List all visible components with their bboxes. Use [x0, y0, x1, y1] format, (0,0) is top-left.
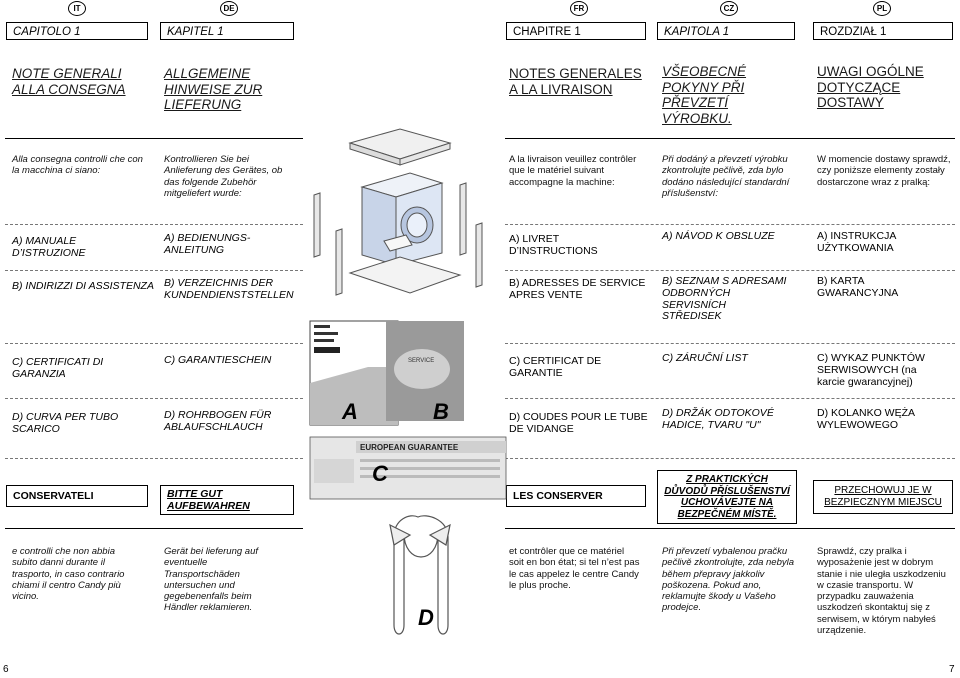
lang-badge-de: DE: [220, 1, 238, 16]
rule: [505, 343, 955, 344]
section-title-de: ALLGEMEINE HINWEISE ZUR LIEFERUNG: [164, 66, 263, 112]
rule: [5, 343, 303, 344]
guarantee-card-label: EUROPEAN GUARANTEE: [360, 443, 459, 452]
lang-badge-fr: FR: [570, 1, 588, 16]
item-c-it: C) CERTIFICATI DI GARANZIA: [12, 356, 104, 380]
item-d-fr: D) COUDES POUR LE TUBE DE VIDANGE: [509, 411, 648, 435]
keep-box-pl: PRZECHOWUJ JE W BEZPIECZNYM MIEJSCU: [813, 480, 953, 514]
guarantee-card-illustration: EUROPEAN GUARANTEE: [309, 436, 507, 500]
chapter-header-fr: CHAPITRE 1: [506, 22, 646, 40]
divider-right-bottom: [505, 528, 955, 529]
item-d-it: D) CURVA PER TUBO SCARICO: [12, 411, 119, 435]
item-d-pl: D) KOLANKO WĘŻA WYLEWOWEGO: [817, 407, 916, 431]
rule: [505, 398, 955, 399]
lang-badge-it: IT: [68, 1, 86, 16]
intro-text-de: Kontrollieren Sie bei Anlieferung des Ge…: [164, 154, 283, 199]
note-pl: Sprawdź, czy pralka i wyposażenie jest w…: [817, 546, 946, 637]
lang-badge-cz: CZ: [720, 1, 738, 16]
item-a-pl: A) INSTRUKCJA UŻYTKOWANIA: [817, 230, 897, 254]
intro-text-it: Alla consegna controlli che con la macch…: [12, 154, 143, 177]
lang-badge-pl: PL: [873, 1, 891, 16]
keep-box-cz: Z PRAKTICKÝCH DŮVODŮ PŘÍSLUŠENSTVÍ UCHOV…: [657, 470, 797, 524]
chapter-header-it: CAPITOLO 1: [6, 22, 148, 40]
item-d-de: D) ROHRBOGEN FÜR ABLAUFSCHLAUCH: [164, 409, 272, 433]
item-b-de: B) VERZEICHNIS DER KUNDENDIENSTSTELLEN: [164, 277, 294, 301]
intro-text-pl: W momencie dostawy sprawdź, czy poniższe…: [817, 154, 951, 188]
rule: [505, 458, 955, 459]
item-c-de: C) GARANTIESCHEIN: [164, 354, 272, 366]
note-cz: Při převzetí vybalenou pračku pečlivě zk…: [662, 546, 795, 614]
note-it: e controlli che non abbia subito danni d…: [12, 546, 125, 603]
item-a-it: A) MANUALE D’ISTRUZIONE: [12, 235, 86, 259]
divider-left: [5, 138, 303, 139]
rule: [505, 270, 955, 271]
rule: [505, 224, 955, 225]
item-b-cz: B) SEZNAM S ADRESAMI ODBORNÝCH SERVISNÍC…: [662, 275, 787, 323]
service-brochure-illustration: SERVICE: [386, 321, 464, 421]
svg-text:SERVICE: SERVICE: [408, 358, 434, 364]
chapter-header-de: KAPITEL 1: [160, 22, 294, 40]
item-c-cz: C) ZÁRUČNÍ LIST: [662, 352, 748, 364]
item-a-cz: A) NÁVOD K OBSLUZE: [662, 230, 775, 242]
item-c-fr: C) CERTIFICAT DE GARANTIE: [509, 355, 602, 379]
item-b-it: B) INDIRIZZI DI ASSISTENZA: [12, 280, 154, 292]
section-title-fr: NOTES GENERALES A LA LIVRAISON: [509, 66, 642, 97]
item-a-de: A) BEDIENUNGS- ANLEITUNG: [164, 232, 251, 256]
rule: [5, 270, 303, 271]
item-c-pl: C) WYKAZ PUNKTÓW SERWISOWYCH (na karcie …: [817, 352, 925, 388]
item-b-fr: B) ADRESSES DE SERVICE APRES VENTE: [509, 277, 646, 301]
item-a-fr: A) LIVRET D’INSTRUCTIONS: [509, 233, 598, 257]
keep-box-it: CONSERVATELI: [6, 485, 148, 507]
manual-document-illustration: [309, 320, 399, 426]
divider-right: [505, 138, 955, 139]
item-d-cz: D) DRŽÁK ODTOKOVÉ HADICE, TVARU "U": [662, 407, 774, 431]
page-number-right: 7: [949, 664, 955, 675]
chapter-header-pl: ROZDZIAŁ 1: [813, 22, 953, 40]
divider-left-bottom: [5, 528, 303, 529]
section-title-pl: UWAGI OGÓLNE DOTYCZĄCE DOSTAWY: [817, 64, 924, 110]
item-b-pl: B) KARTA GWARANCYJNA: [817, 275, 899, 299]
rule: [5, 398, 303, 399]
rule: [5, 458, 303, 459]
intro-text-cz: Při dodáný a převzetí výrobku zkontroluj…: [662, 154, 790, 199]
keep-box-fr: LES CONSERVER: [506, 485, 646, 507]
label-a: A: [341, 399, 358, 424]
intro-text-fr: A la livraison veuillez contrôler que le…: [509, 154, 637, 188]
note-de: Gerät bei lieferung auf eventuelle Trans…: [164, 546, 259, 614]
note-fr: et contrôler que ce matériel soit en bon…: [509, 546, 640, 591]
page-number-left: 6: [3, 664, 9, 675]
label-c: C: [372, 461, 389, 486]
accessories-illustration: SERVICE A B EUROPEAN GUARANTEE C D: [309, 128, 507, 635]
chapter-header-cz: KAPITOLA 1: [657, 22, 795, 40]
hose-bend-illustration: [389, 515, 451, 635]
washing-machine-illustration: [313, 128, 483, 296]
section-title-cz: VŠEOBECNÉ POKYNY PŘI PŘEVZETÍ VÝROBKU.: [662, 64, 747, 126]
section-title-it: NOTE GENERALI ALLA CONSEGNA: [12, 66, 126, 97]
label-d: D: [418, 605, 434, 630]
label-b: B: [433, 399, 449, 424]
rule: [5, 224, 303, 225]
keep-box-de: BITTE GUT AUFBEWAHREN: [160, 485, 294, 515]
